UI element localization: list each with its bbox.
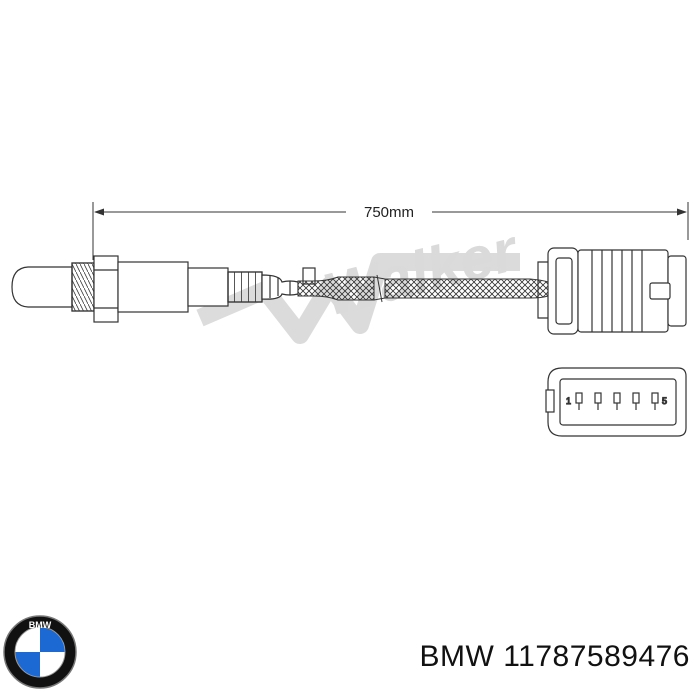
part-caption: BMW 11787589476 [420, 640, 690, 674]
bmw-logo: BMW [3, 615, 77, 689]
pin-label-first: 1 [566, 396, 571, 406]
connector-pins [575, 392, 659, 410]
braided-cable [297, 274, 549, 303]
watermark-text: Walker [317, 215, 527, 328]
bmw-logo-lettering: BMW [29, 620, 52, 630]
dimension-label: 750mm [364, 204, 414, 221]
sensor-body [11, 255, 316, 323]
connector-side [537, 247, 687, 335]
connector-end: 1 5 [545, 367, 687, 437]
dimension-line: 750mm [92, 202, 689, 260]
part-number: 11787589476 [503, 640, 690, 673]
pin-label-last: 5 [662, 396, 667, 406]
brand-name: BMW [419, 640, 495, 673]
